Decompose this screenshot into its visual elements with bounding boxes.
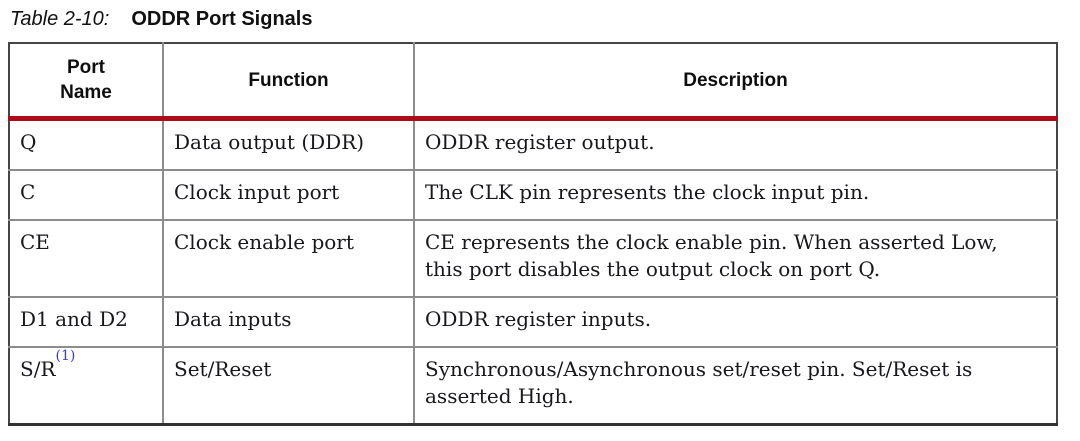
column-header-port-name: Port Name: [9, 43, 164, 121]
cell-description: ODDR register inputs.: [414, 296, 1057, 347]
cell-port-name: S/R(1): [9, 346, 164, 425]
cell-description: The CLK pin represents the clock input p…: [414, 169, 1057, 220]
cell-port-name: D1 and D2: [9, 296, 164, 347]
oddr-port-signals-table: Port Name Function Description Q Data ou…: [8, 42, 1058, 426]
port-name-text: S/R: [20, 357, 56, 381]
column-header-description: Description: [414, 43, 1057, 121]
cell-description: ODDR register output.: [425, 130, 655, 154]
cell-function: Data inputs: [163, 296, 415, 347]
document-page: Table 2-10: ODDR Port Signals Port Name F…: [8, 8, 1080, 426]
table-row: C Clock input port The CLK pin represent…: [9, 169, 1057, 220]
cell-port-name: Q: [9, 118, 164, 170]
table-caption-label: Table 2-10:: [10, 8, 110, 30]
table-row: S/R(1) Set/Reset Synchronous/Asynchronou…: [9, 346, 1057, 425]
table-caption-title: ODDR Port Signals: [131, 8, 313, 30]
table-row: D1 and D2 Data inputs ODDR register inpu…: [9, 296, 1057, 347]
footnote-ref-link[interactable]: (1): [55, 348, 76, 365]
cell-port-name: CE: [9, 219, 164, 297]
cell-function: Clock enable port: [163, 219, 415, 297]
header-row: Port Name Function Description: [9, 43, 1057, 121]
column-header-function: Function: [163, 43, 415, 121]
cell-description: Synchronous/Asynchronous set/reset pin. …: [414, 346, 1057, 425]
cell-function: Clock input port: [163, 169, 415, 220]
table-row: Q Data output (DDR) ODDR register output…: [9, 118, 1057, 170]
cell-function: Data output (DDR): [163, 118, 415, 170]
cell-port-name: C: [9, 169, 164, 220]
table-row: CE Clock enable port CE represents the c…: [9, 219, 1057, 297]
cell-function: Set/Reset: [163, 346, 415, 425]
table-caption: Table 2-10: ODDR Port Signals: [10, 8, 1080, 31]
cell-description: CE represents the clock enable pin. When…: [414, 219, 1057, 297]
